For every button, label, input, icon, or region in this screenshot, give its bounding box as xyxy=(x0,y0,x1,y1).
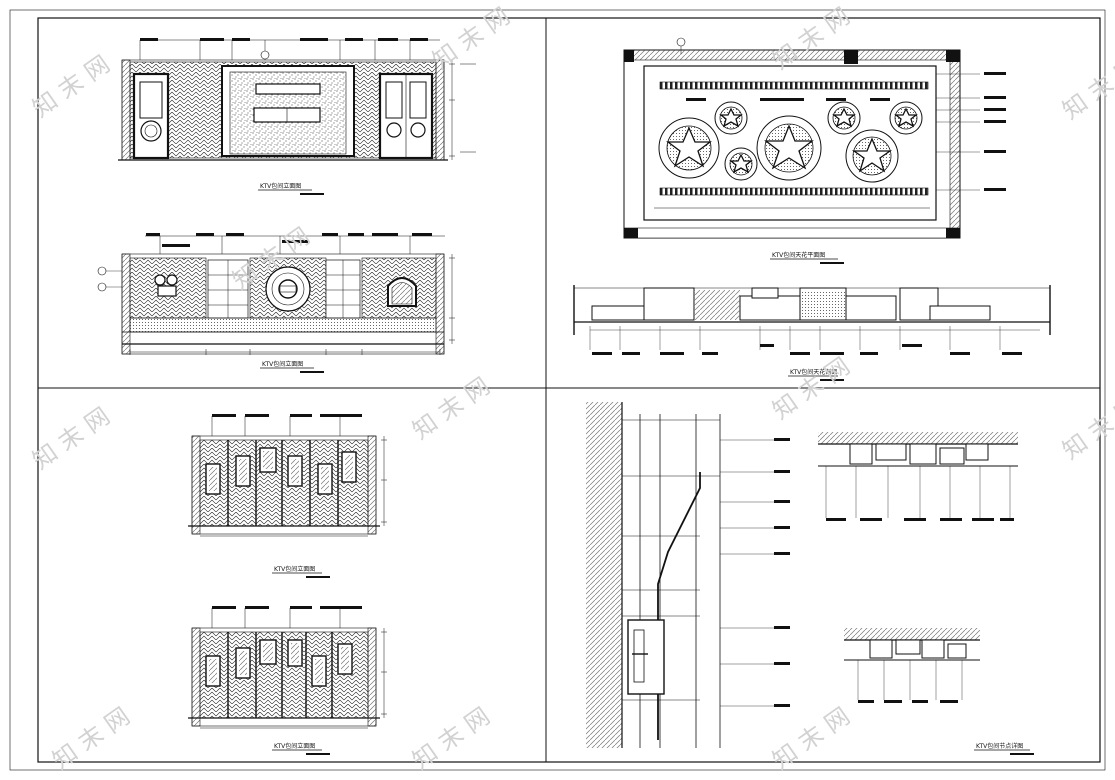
caption-ceiling-plan: KTV包间天花平面图 xyxy=(772,251,825,259)
watermark: 知 末 网 xyxy=(407,372,495,445)
wall-section xyxy=(586,402,790,748)
watermark: 知 末 网 xyxy=(47,702,135,775)
ceiling-section xyxy=(573,285,1051,355)
watermark: 知 末 网 xyxy=(27,402,115,475)
ceiling-plan xyxy=(623,37,1006,239)
elevation-b xyxy=(97,233,455,355)
watermark: 知 末 网 xyxy=(27,50,115,123)
caption-elevation-c: KTV包间立面图 xyxy=(274,565,315,573)
elevation-c xyxy=(188,414,387,537)
caption-elevation-d: KTV包间立面图 xyxy=(274,742,315,750)
watermark: 知 末 网 xyxy=(767,702,855,775)
caption-elevation-b: KTV包间立面图 xyxy=(262,360,303,368)
node-detail-2 xyxy=(844,628,980,703)
elevation-d xyxy=(188,606,387,729)
watermark: 知 末 网 xyxy=(1057,392,1115,465)
watermark: 知 末 网 xyxy=(407,702,495,775)
node-detail-1 xyxy=(818,432,1018,521)
caption-ceiling-section: KTV包间天花剖面 xyxy=(790,368,837,376)
watermark: 知 末 网 xyxy=(1057,52,1115,125)
caption-elevation-a: KTV包间立面图 xyxy=(260,182,301,190)
sheet-frame xyxy=(9,9,1106,771)
elevation-a xyxy=(118,38,476,161)
caption-node-detail: KTV包间节点详图 xyxy=(976,742,1023,750)
